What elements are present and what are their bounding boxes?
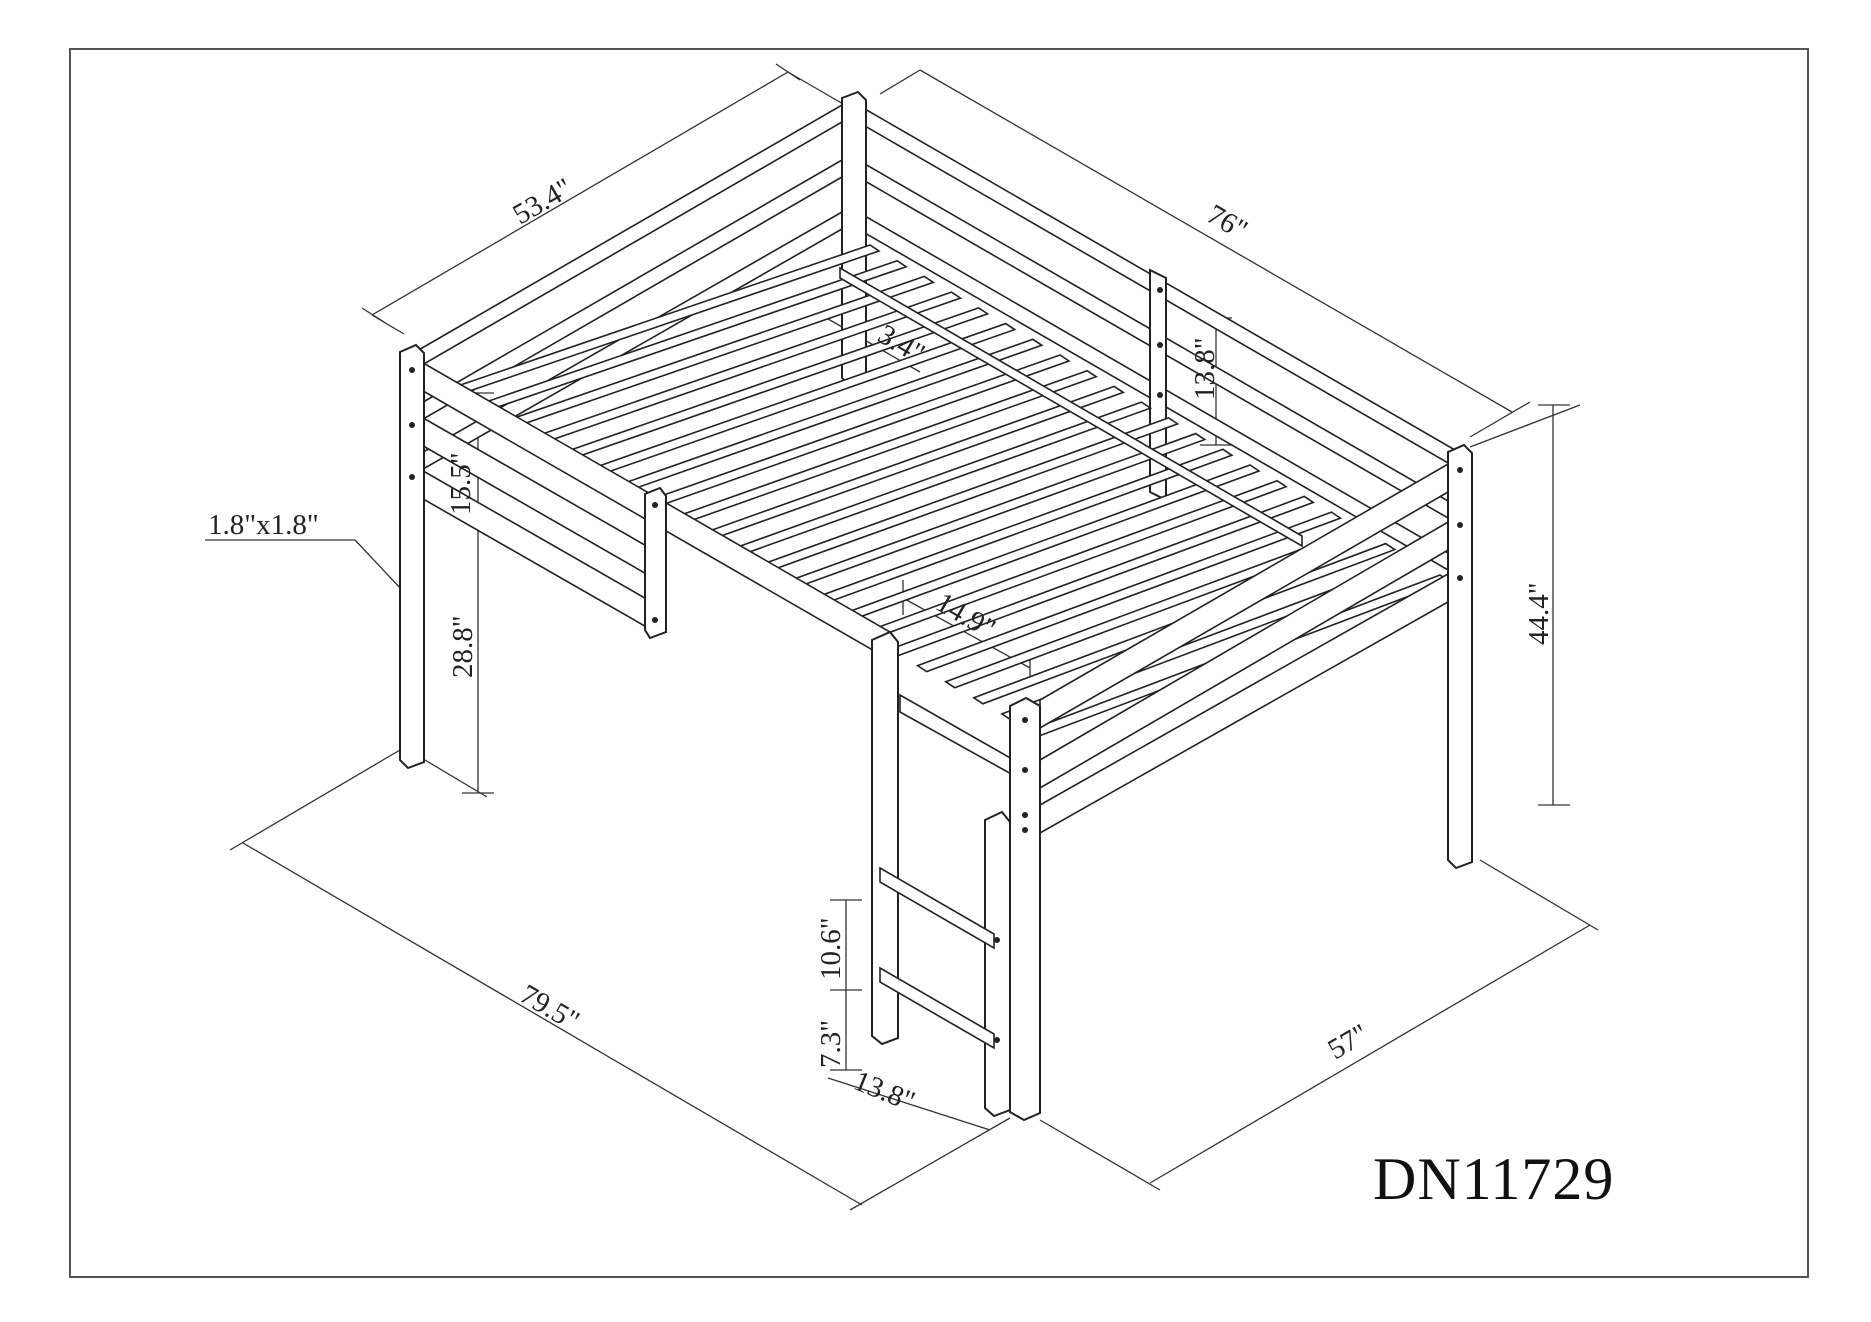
dim-ladder-bottom-step: 7.3" (815, 1020, 847, 1068)
dim-length: 76" (1202, 198, 1253, 246)
dim-total-height: 44.4" (1523, 582, 1555, 645)
ladder-rung-lower (879, 966, 995, 1050)
back-right-post (1447, 443, 1473, 870)
dim-clearance-height: 28.8" (447, 615, 479, 678)
front-left-post (399, 343, 425, 770)
dim-guardrail-height: 13.8" (1189, 337, 1221, 400)
front-right-post (1009, 696, 1041, 1122)
dim-rail-height: 15.5" (445, 452, 477, 515)
dim-ladder-step-spacing: 10.6" (815, 917, 847, 980)
dim-overall-length: 79.5" (515, 978, 585, 1037)
drawing-frame (69, 48, 1809, 1278)
dim-overall-width: 57" (1323, 1018, 1374, 1066)
center-support-beam (839, 266, 1303, 548)
head-guardrail (409, 103, 843, 474)
foot-guardrail (1039, 458, 1456, 835)
ladder-right-rail (984, 810, 1011, 1118)
model-number: DN11729 (1373, 1146, 1615, 1212)
ladder-rung-upper (879, 866, 995, 950)
ladder-left-rail (871, 630, 899, 1046)
bolt-holes (409, 287, 1463, 1043)
dim-ladder-width: 13.8" (849, 1065, 919, 1118)
ladder (871, 630, 1011, 1118)
slat (915, 511, 1343, 673)
dim-head-width: 53.4" (508, 172, 578, 231)
dim-post-size: 1.8"x1.8" (208, 509, 319, 541)
back-corner-post (841, 90, 867, 388)
bed-posts (399, 343, 1473, 1122)
middle-rail-post (644, 486, 667, 640)
